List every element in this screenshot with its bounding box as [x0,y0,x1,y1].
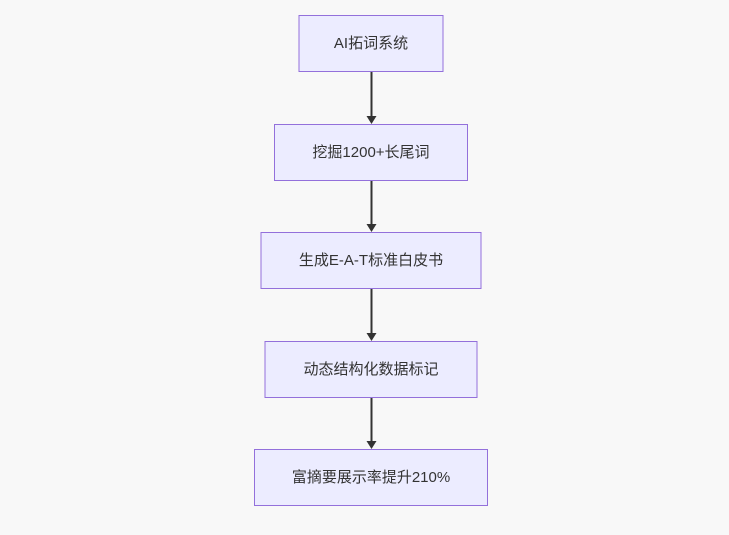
arrow-head-icon [366,116,376,124]
node-label: AI拓词系统 [333,35,409,52]
arrow-line [370,72,372,116]
flowchart-node-eat-whitepaper: 生成E-A-T标准白皮书 [260,232,482,289]
node-label: 动态结构化数据标记 [303,361,439,378]
flowchart-arrow-4 [366,398,377,449]
arrow-line [370,398,372,441]
flowchart-node-ai-keyword-system: AI拓词系统 [298,15,444,72]
arrow-line [370,289,372,333]
node-label: 富摘要展示率提升210% [291,469,451,486]
arrow-head-icon [366,441,376,449]
flowchart-arrow-2 [366,181,377,232]
arrow-head-icon [366,333,376,341]
node-label: 挖掘1200+长尾词 [312,144,430,161]
arrow-line [370,181,372,224]
flowchart-node-longtail-mining: 挖掘1200+长尾词 [274,124,468,181]
arrow-head-icon [366,224,376,232]
flowchart-node-structured-data-markup: 动态结构化数据标记 [264,341,478,398]
node-label: 生成E-A-T标准白皮书 [298,252,444,269]
flowchart-node-rich-snippet-result: 富摘要展示率提升210% [254,449,488,506]
flowchart-arrow-1 [366,72,377,124]
flowchart-arrow-3 [366,289,377,341]
